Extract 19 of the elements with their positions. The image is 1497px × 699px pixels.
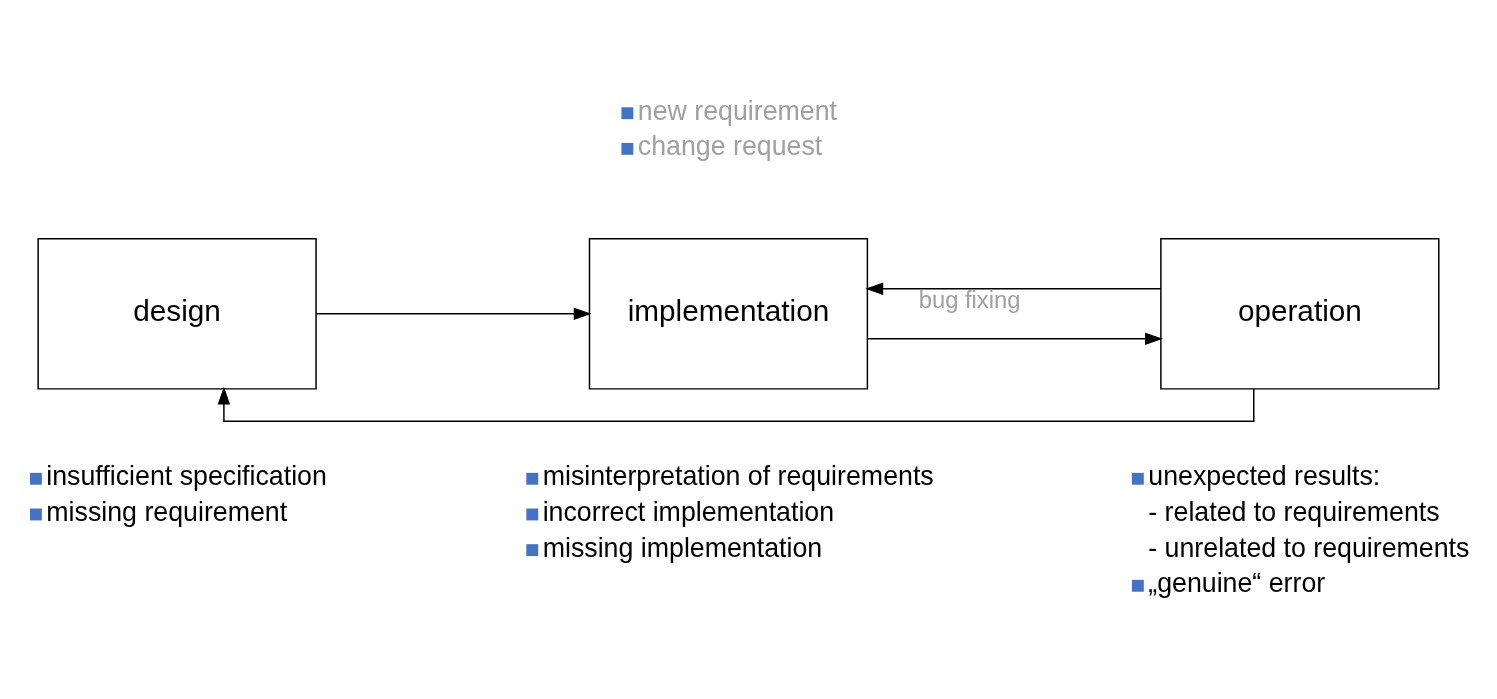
- arrow: [315, 307, 592, 321]
- edge-label: bug fixing: [918, 285, 1021, 313]
- label: insufficient specification: [46, 461, 327, 492]
- label: misinterpretation of requirements: [542, 461, 934, 492]
- label: „genuine“ error: [1148, 568, 1326, 599]
- arrow: [865, 282, 1162, 296]
- label: incorrect implementation: [542, 497, 835, 527]
- node-box: implementation: [588, 238, 869, 390]
- label: unexpected results:: [1148, 461, 1381, 492]
- label: change request: [637, 131, 823, 162]
- label: missing implementation: [542, 532, 823, 563]
- arrow: [866, 332, 1163, 346]
- arrow: [217, 386, 1255, 422]
- label: new requirement: [637, 95, 838, 126]
- node-box: design: [37, 238, 317, 390]
- node-box: operation: [1160, 238, 1440, 390]
- label: - unrelated to requirements: [1148, 532, 1470, 563]
- label: missing requirement: [46, 497, 288, 527]
- label: - related to requirements: [1148, 497, 1440, 527]
